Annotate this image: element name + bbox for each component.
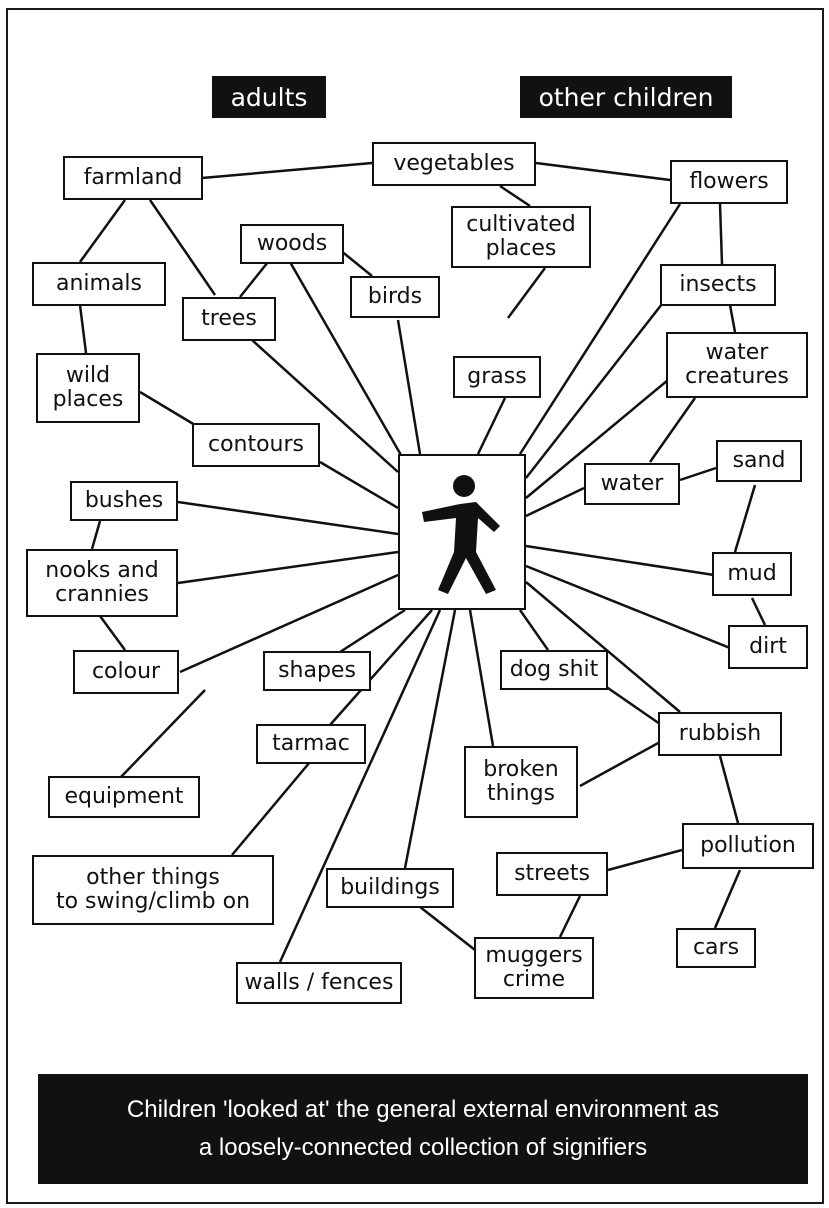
spoke-dogshit [518, 609, 550, 651]
spoke-birds [396, 319, 422, 455]
link-woods-birds [339, 249, 373, 277]
spoke-walls [278, 609, 442, 963]
link-buildings-muggers [414, 902, 476, 951]
spoke-shapes [339, 608, 406, 654]
spoke-nooks [177, 550, 399, 585]
spoke-mud [525, 544, 715, 577]
header-other-children: other children [520, 76, 732, 118]
link-flowers-insects [718, 203, 724, 265]
spoke-buildings [403, 609, 457, 869]
spoke-watercreatures [525, 379, 669, 499]
spoke-broken [468, 609, 495, 747]
link-farmland-animals [78, 199, 127, 263]
node-mud: mud [712, 552, 792, 596]
link-vegetables-cultivated [499, 184, 531, 208]
node-dog-shit: dog shit [500, 650, 608, 690]
spoke-flowers [518, 203, 682, 455]
node-flowers: flowers [670, 160, 788, 204]
node-rubbish: rubbish [658, 712, 782, 756]
node-water-creatures: water creatures [666, 332, 808, 398]
spoke-woods [288, 261, 407, 463]
link-farmland-trees [148, 199, 217, 296]
spoke-rubbish [525, 581, 681, 713]
node-walls-fences: walls / fences [236, 962, 402, 1004]
link-pollution-cars [713, 869, 742, 929]
node-sand: sand [716, 440, 802, 482]
link-broken-rubbish [579, 740, 661, 788]
link-dogshit-rubbish [604, 684, 661, 726]
node-shapes: shapes [263, 651, 371, 691]
link-farmland-vegetables [201, 161, 373, 180]
node-contours: contours [192, 423, 320, 467]
node-tarmac: tarmac [256, 724, 366, 764]
spoke-grass [476, 397, 507, 455]
spoke-tarmac [329, 609, 433, 726]
link-animals-wildplaces [78, 304, 88, 354]
node-trees: trees [182, 297, 276, 341]
node-dirt: dirt [728, 625, 808, 669]
node-equipment: equipment [48, 776, 200, 818]
node-colour: colour [73, 650, 179, 694]
node-water: water [584, 463, 680, 505]
node-woods: woods [240, 224, 344, 264]
node-farmland: farmland [63, 156, 203, 200]
link-rubbish-pollution [718, 755, 740, 824]
node-pollution: pollution [682, 823, 814, 869]
node-broken-things: broken things [464, 746, 578, 818]
node-birds: birds [350, 276, 440, 318]
node-nooks-and-crannies: nooks and crannies [26, 549, 178, 617]
link-tarmac-otherthings [231, 761, 311, 856]
node-bushes: bushes [70, 481, 178, 521]
link-woods-trees [239, 261, 269, 298]
node-cultivated-places: cultivated places [451, 206, 591, 268]
link-wildplaces-contours [139, 390, 196, 427]
spoke-contours [319, 460, 399, 510]
header-adults: adults [212, 76, 326, 118]
spoke-dirt [525, 564, 731, 650]
link-bushes-nooks [90, 520, 102, 550]
link-grass-cultivated [506, 267, 547, 319]
link-watercreatures-water [648, 397, 697, 463]
link-nooks-colour [98, 615, 127, 651]
node-other-things: other things to swing/climb on [32, 855, 274, 925]
spoke-colour [179, 573, 399, 674]
link-streets-muggers [558, 895, 582, 938]
spoke-insects [525, 303, 663, 479]
link-insects-watercreatures [728, 304, 737, 333]
link-water-sand [679, 466, 717, 482]
node-wild-places: wild places [36, 353, 140, 423]
link-shapes-equipment [119, 689, 206, 779]
node-streets: streets [496, 852, 608, 896]
center-figure-box [398, 454, 526, 610]
figure-caption: Children 'looked at' the general externa… [38, 1074, 808, 1184]
person-icon [422, 475, 500, 594]
link-sand-mud [733, 484, 757, 553]
link-vegetables-flowers [535, 161, 671, 182]
node-cars: cars [676, 928, 756, 968]
node-muggers-crime: muggers crime [474, 937, 594, 999]
link-streets-pollution [607, 848, 683, 872]
node-insects: insects [660, 264, 776, 306]
node-animals: animals [32, 262, 166, 306]
figure-frame [6, 8, 824, 1204]
spoke-water [525, 486, 585, 518]
node-grass: grass [453, 356, 541, 398]
node-buildings: buildings [326, 868, 454, 908]
spoke-trees [251, 339, 399, 473]
link-mud-dirt [750, 597, 767, 626]
spoke-bushes [177, 500, 399, 536]
node-vegetables: vegetables [372, 142, 536, 186]
